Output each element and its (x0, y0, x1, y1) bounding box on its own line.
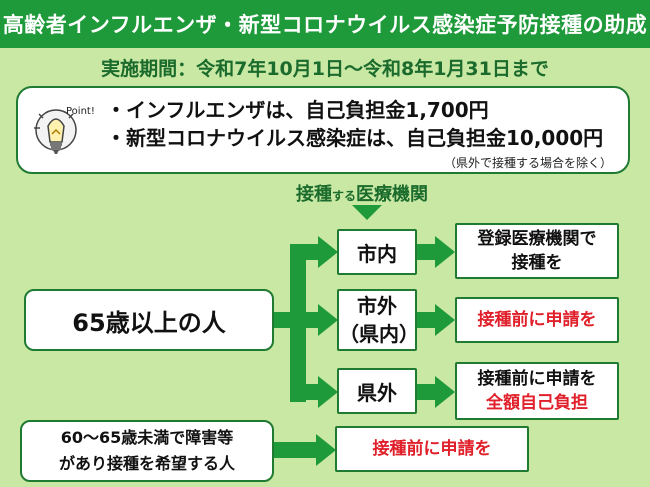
implementation-period: 実施期間：令和7年10月1日～令和8年1月31日まで (101, 58, 549, 80)
lightbulb-icon: Point! (34, 106, 95, 154)
area-pref-out: 県外 (337, 368, 417, 414)
page-title: 高齢者インフルエンザ・新型コロナウイルス感染症予防接種の助成 (0, 0, 650, 48)
point-box: Point! ・インフルエンザは、自己負担金1,700円 ・新型コロナウイルス感… (16, 86, 630, 174)
influenza-fee: ・インフルエンザは、自己負担金1,700円 (106, 98, 489, 122)
institution-label: 接種する医療機関 (295, 184, 428, 205)
result-age60: 接種前に申請を (335, 426, 529, 472)
result-city-in: 登録医療機関で 接種を (455, 223, 619, 279)
result-pref-out: 接種前に申請を 全額自己負担 (455, 362, 619, 420)
point-badge: Point! (66, 106, 95, 117)
area-city-out: 市外 （県内） (337, 289, 419, 351)
area-city-in: 市内 (337, 229, 417, 275)
covid-fee: ・新型コロナウイルス感染症は、自己負担金10,000円 (106, 126, 604, 150)
result-city-out: 接種前に申請を (455, 297, 619, 343)
group-60-to-65-disability: 60～65歳未満で障害等 があり接種を希望する人 (20, 420, 274, 482)
fee-note: （県外で接種する場合を除く） (443, 156, 612, 170)
down-triangle-icon (352, 205, 382, 220)
group-65-and-over: 65歳以上の人 (24, 289, 274, 351)
